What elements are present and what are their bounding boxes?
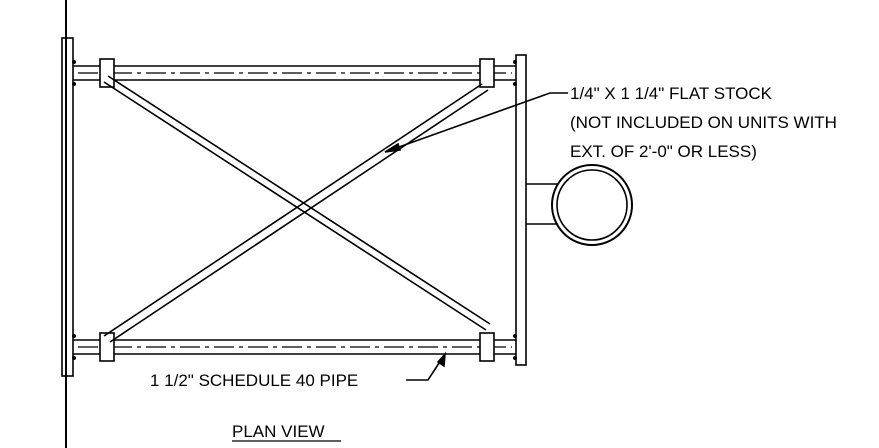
left-mounting-plate — [61, 37, 74, 377]
bracket-top-right — [479, 58, 495, 88]
cross-brace-1 — [103, 75, 491, 331]
post-connection — [526, 183, 558, 225]
flat-stock-label-line1: 1/4" X 1 1/4" FLAT STOCK — [570, 84, 773, 103]
pipe-leader — [406, 351, 446, 381]
bracket-top-left — [99, 58, 115, 88]
plate-bolts — [72, 60, 517, 360]
top-pipe-rail — [73, 65, 516, 81]
flat-stock-leader — [384, 92, 568, 153]
round-post-inner — [556, 169, 628, 241]
flat-stock-label-line3: EXT. OF 2'-0" OR LESS) — [570, 142, 757, 161]
view-title: PLAN VIEW — [232, 422, 325, 441]
bottom-pipe-rail — [73, 339, 516, 355]
bracket-bottom-right — [479, 332, 495, 362]
right-plate — [515, 54, 527, 366]
flat-stock-label-line2: (NOT INCLUDED ON UNITS WITH — [570, 113, 837, 132]
pipe-label: 1 1/2" SCHEDULE 40 PIPE — [150, 371, 358, 390]
bracket-bottom-left — [99, 332, 115, 362]
cross-brace-2 — [103, 83, 489, 343]
round-post-outer — [551, 164, 633, 246]
